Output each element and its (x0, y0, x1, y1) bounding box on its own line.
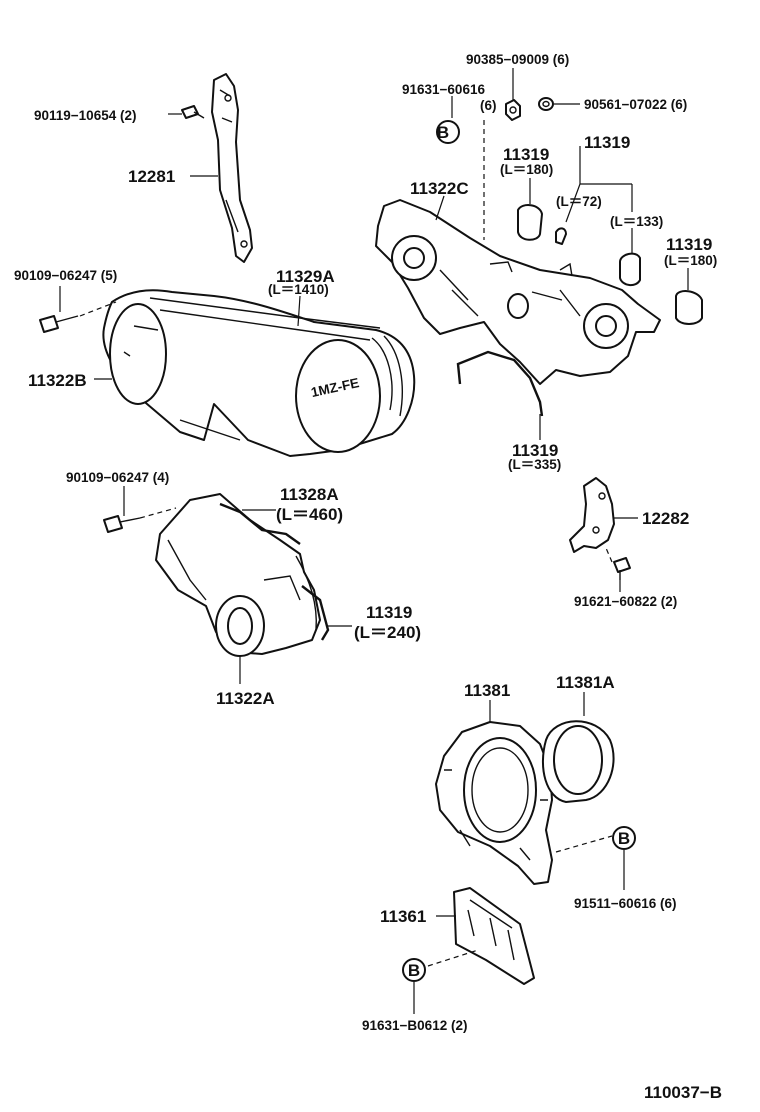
label-11319-a-len: (L＝180) (500, 162, 553, 177)
retainer-11381 (435, 721, 553, 885)
bracket-12282 (569, 477, 615, 553)
label-11319-e-len: (L＝240) (354, 623, 421, 642)
label-len133: (L＝133) (610, 214, 663, 229)
seal-11319-d (456, 350, 544, 417)
callout-b1-label: B (437, 123, 449, 142)
label-12281: 12281 (128, 167, 175, 186)
figure-code: 110037−B (644, 1083, 722, 1102)
bolt-90109-4 (103, 515, 141, 533)
label-11381: 11381 (464, 681, 510, 700)
dash-91511 (555, 835, 613, 853)
label-90109-4: 90109−06247 (4) (66, 470, 169, 485)
washer-90561 (538, 97, 554, 111)
label-len72: (L＝72) (556, 194, 602, 209)
label-11329A-len: (L＝1410) (268, 282, 329, 297)
label-11329A: 11329A (276, 267, 335, 286)
label-11322C: 11322C (410, 179, 469, 198)
label-91631-B0612: 91631−B0612 (2) (362, 1018, 467, 1033)
seal-11319-c (675, 290, 703, 325)
label-11361: 11361 (380, 907, 426, 926)
callout-b2-circle (612, 826, 636, 850)
label-91621: 91621−60822 (2) (574, 594, 677, 609)
label-11319-e: 11319 (366, 603, 412, 622)
dash-90109-4 (139, 507, 177, 519)
bracket-12281 (211, 73, 253, 263)
rear-cover-11322C (375, 199, 661, 385)
seal-72 (555, 227, 567, 245)
label-11319-a: 11319 (503, 145, 549, 164)
label-91631-60616: 91631−60616 (402, 82, 485, 97)
label-11319-b: 11319 (584, 133, 630, 152)
label-11322B: 11322B (28, 371, 87, 390)
label-11328A: 11328A (280, 485, 339, 504)
dash-90109-5 (79, 301, 117, 317)
callout-b2-label: B (618, 829, 630, 848)
label-90561: 90561−07022 (6) (584, 97, 687, 112)
seal-11319-a (517, 204, 543, 241)
bolt-91621 (613, 557, 631, 580)
seal-11328A (219, 502, 301, 545)
label-91511: 91511−60616 (6) (574, 896, 676, 911)
seal-133 (619, 252, 641, 286)
callout-b1-circle (436, 120, 460, 144)
label-90119: 90119−10654 (2) (34, 108, 136, 123)
plate-11361 (453, 887, 535, 985)
callout-b3-label: B (408, 961, 420, 980)
label-91631-60616-qty: (6) (480, 98, 497, 113)
label-11319-d: 11319 (512, 441, 558, 460)
leader-11319-b (565, 146, 633, 223)
bolt-90109-5 (39, 315, 79, 333)
leader-11322C (435, 195, 445, 221)
label-11381A: 11381A (556, 673, 615, 692)
seal-11319-e (301, 585, 330, 641)
label-11319-c: 11319 (666, 235, 712, 254)
leader-11329A (297, 295, 301, 327)
label-11319-d-len: (L＝335) (508, 457, 561, 472)
seal-11381A (541, 720, 615, 803)
label-11322A: 11322A (216, 689, 275, 708)
dash-91621 (605, 547, 613, 563)
label-12282: 12282 (642, 509, 689, 528)
callout-b3-circle (402, 958, 426, 982)
label-11319-c-len: (L＝180) (664, 253, 717, 268)
bolt-90119 (181, 105, 205, 119)
label-90109-5: 90109−06247 (5) (14, 268, 117, 283)
label-90385: 90385−09009 (6) (466, 52, 569, 67)
label-11328A-len: (L＝460) (276, 505, 343, 524)
nut-90385 (505, 99, 521, 121)
front-cover-11322B (102, 289, 416, 457)
